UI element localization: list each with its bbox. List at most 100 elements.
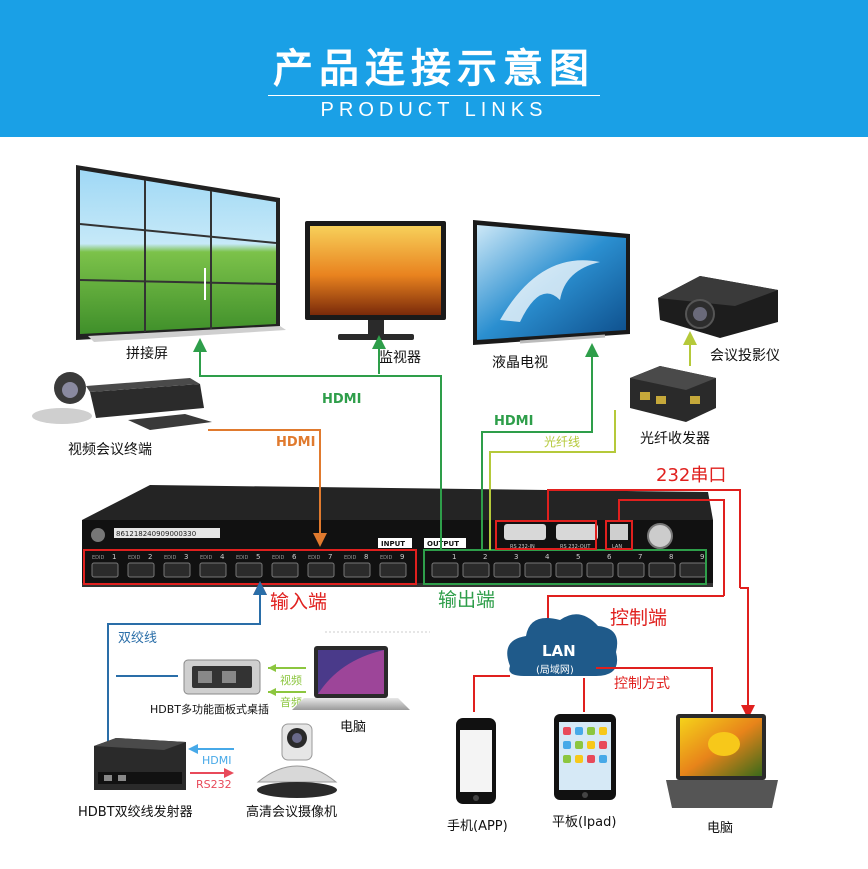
video-arrowhead	[268, 664, 276, 672]
edid-label: EDID	[272, 555, 284, 561]
hdmi-transmitter-label: HDMI	[202, 754, 231, 767]
input-port-number: 7	[328, 553, 332, 561]
hdmi-line-input	[208, 429, 327, 547]
page-title: 产品连接示意图	[273, 46, 595, 92]
input-ports-highlight	[83, 549, 417, 585]
input-tag-bg	[378, 538, 412, 548]
edid-label: EDID	[308, 555, 320, 561]
lan-title: LAN	[542, 642, 576, 660]
phone-label: 手机(APP)	[447, 819, 508, 834]
input-tag: INPUT	[381, 540, 405, 548]
laptop-input-label: 电脑	[340, 720, 366, 735]
tablet-app-icon	[587, 741, 595, 749]
rs232-in-port	[504, 524, 546, 540]
rs232-transmitter-arrowhead	[224, 768, 234, 778]
hdmi-transmitter-arrowhead	[188, 744, 198, 754]
title-divider	[268, 95, 600, 96]
tablet-app-icon	[599, 727, 607, 735]
tablet-app-icon	[599, 755, 607, 763]
edid-label: EDID	[200, 555, 212, 561]
hdmi-line-video-wall	[193, 338, 442, 550]
tablet-app-icon	[587, 755, 595, 763]
lan-to-pc-line	[596, 667, 713, 712]
hd-conference-camera-label: 高清会议摄像机	[246, 804, 337, 820]
input-port	[307, 562, 335, 578]
output-port-number: 1	[452, 553, 456, 561]
input-port-number: 8	[364, 553, 368, 561]
rs232-out-port	[556, 524, 598, 540]
output-port	[648, 562, 676, 578]
output-port-number: 8	[669, 553, 673, 561]
output-port	[586, 562, 614, 578]
twisted-pair-line	[107, 581, 267, 744]
rs232-ports-highlight	[495, 520, 597, 550]
tablet-app-icon	[563, 727, 571, 735]
serial-line-232	[547, 489, 741, 588]
lan-to-phone-line	[473, 675, 510, 712]
matrix-serial-number: 861218240909000330	[116, 530, 196, 538]
input-port	[235, 562, 263, 578]
output-port-number: 2	[483, 553, 487, 561]
fiber-transceiver-label: 光纤收发器	[640, 431, 710, 447]
laptop-input	[292, 646, 410, 710]
page-subtitle: PRODUCT LINKS	[320, 99, 548, 121]
output-port	[524, 562, 552, 578]
hdmi-label-video-wall: HDMI	[322, 392, 361, 407]
monitor	[305, 221, 446, 340]
output-port-number: 6	[607, 553, 612, 561]
input-port	[379, 562, 407, 578]
tablet-app-icon	[575, 727, 583, 735]
header-banner: 产品连接示意图 PRODUCT LINKS	[0, 0, 868, 137]
input-port	[163, 562, 191, 578]
input-port	[91, 562, 119, 578]
video-wall-label: 拼接屏	[126, 345, 168, 362]
tablet-app-icon	[575, 741, 583, 749]
hdbt-panel-socket-label: HDBT多功能面板式桌插	[150, 702, 269, 716]
tablet-app-icon	[599, 741, 607, 749]
serial-232-label: 232串口	[656, 465, 726, 486]
rs232-transmitter-label: RS232	[196, 778, 232, 791]
control-line-pc	[740, 587, 755, 719]
hdbt-transmitter-label: HDBT双绞线发射器	[78, 804, 193, 820]
lan-line	[618, 499, 725, 596]
input-port-number: 3	[184, 553, 188, 561]
input-port	[199, 562, 227, 578]
lcd-tv	[473, 220, 630, 345]
projector	[658, 276, 778, 338]
input-port-number: 9	[400, 553, 404, 561]
input-port-number: 4	[220, 553, 225, 561]
tablet-app-icon	[575, 755, 583, 763]
lan-port-label: LAN	[612, 544, 622, 550]
video-conference-terminal-label: 视频会议终端	[68, 442, 152, 458]
twisted-pair-label: 双绞线	[118, 630, 157, 646]
output-end-label: 输出端	[438, 589, 495, 611]
output-port-number: 5	[576, 553, 580, 561]
hd-conference-camera	[256, 723, 338, 798]
laptop-control	[666, 714, 778, 808]
control-method-label: 控制方式	[614, 676, 670, 692]
laptop-control-label: 电脑	[707, 821, 733, 836]
video-conference-terminal	[32, 372, 212, 430]
input-port	[343, 562, 371, 578]
monitor-label: 监视器	[379, 350, 421, 366]
lcd-tv-label: 液晶电视	[492, 355, 548, 371]
output-tag-bg	[424, 538, 466, 548]
output-port	[555, 562, 583, 578]
tablet-label: 平板(Ipad)	[552, 815, 616, 830]
edid-label: EDID	[128, 555, 140, 561]
audio-arrowhead	[268, 688, 276, 696]
rs232-out-label: RS 232-OUT	[560, 544, 591, 550]
output-port-number: 7	[638, 553, 642, 561]
rs232-in-label: RS 232-IN	[510, 544, 535, 550]
input-port	[127, 562, 155, 578]
edid-label: EDID	[92, 555, 104, 561]
output-port-number: 9	[700, 553, 704, 561]
hdbt-panel-socket	[183, 659, 261, 695]
output-port	[431, 562, 459, 578]
fiber-label: 光纤线	[544, 435, 580, 449]
projector-label: 会议投影仪	[710, 348, 780, 364]
hdmi-line-tv	[481, 343, 599, 550]
output-tag: OUTPUT	[427, 540, 459, 548]
